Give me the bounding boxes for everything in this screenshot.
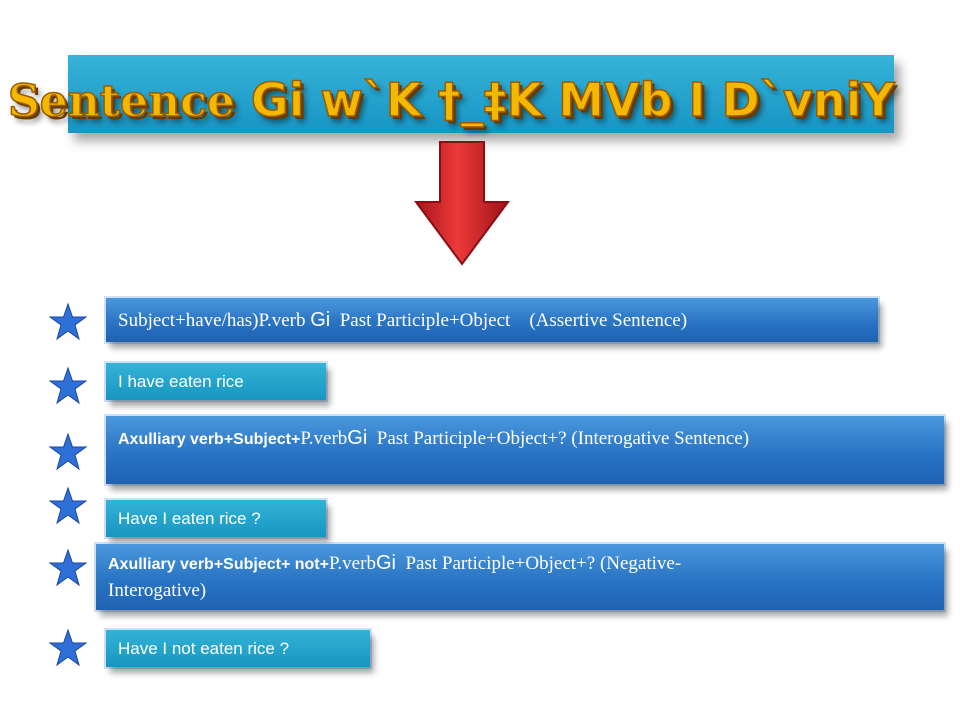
negative-interrogative-structure-line1: Axulliary verb+Subject+ not+P.verbGi Pas… [108, 552, 682, 574]
negative-interrogative-example-text: Have I not eaten rice ? [118, 639, 290, 658]
down-arrow-icon [414, 141, 510, 266]
assertive-structure-box: Subject+have/has)P.verb Gi Past Particip… [106, 298, 878, 342]
negative-interrogative-example-box: Have I not eaten rice ? [106, 630, 370, 667]
star-icon [48, 548, 88, 587]
star-icon [48, 486, 88, 525]
page-title: Sentence Gi w`K †_‡K MVb I D`vniY [7, 62, 960, 138]
assertive-example-box: I have eaten rice [106, 363, 326, 400]
assertive-structure-text: Subject+have/has)P.verb Gi Past Particip… [118, 309, 688, 331]
title-banner [68, 55, 894, 133]
title-english: Sentence [7, 75, 235, 128]
title-bengali: Gi w`K †_‡K MVb I D`vniY [234, 72, 895, 128]
negative-interrogative-structure-line2: Interogative) [108, 580, 207, 601]
star-icon [48, 432, 88, 471]
interrogative-structure-box: Axulliary verb+Subject+P.verbGi Past Par… [106, 416, 944, 484]
star-icon [48, 366, 88, 405]
assertive-example-text: I have eaten rice [118, 372, 244, 391]
star-icon [48, 628, 88, 667]
interrogative-example-text: Have I eaten rice ? [118, 509, 261, 528]
interrogative-example-box: Have I eaten rice ? [106, 500, 326, 537]
interrogative-structure-text: Axulliary verb+Subject+P.verbGi Past Par… [118, 427, 750, 449]
star-icon [48, 302, 88, 341]
negative-interrogative-structure-box: Axulliary verb+Subject+ not+P.verbGi Pas… [96, 544, 944, 610]
